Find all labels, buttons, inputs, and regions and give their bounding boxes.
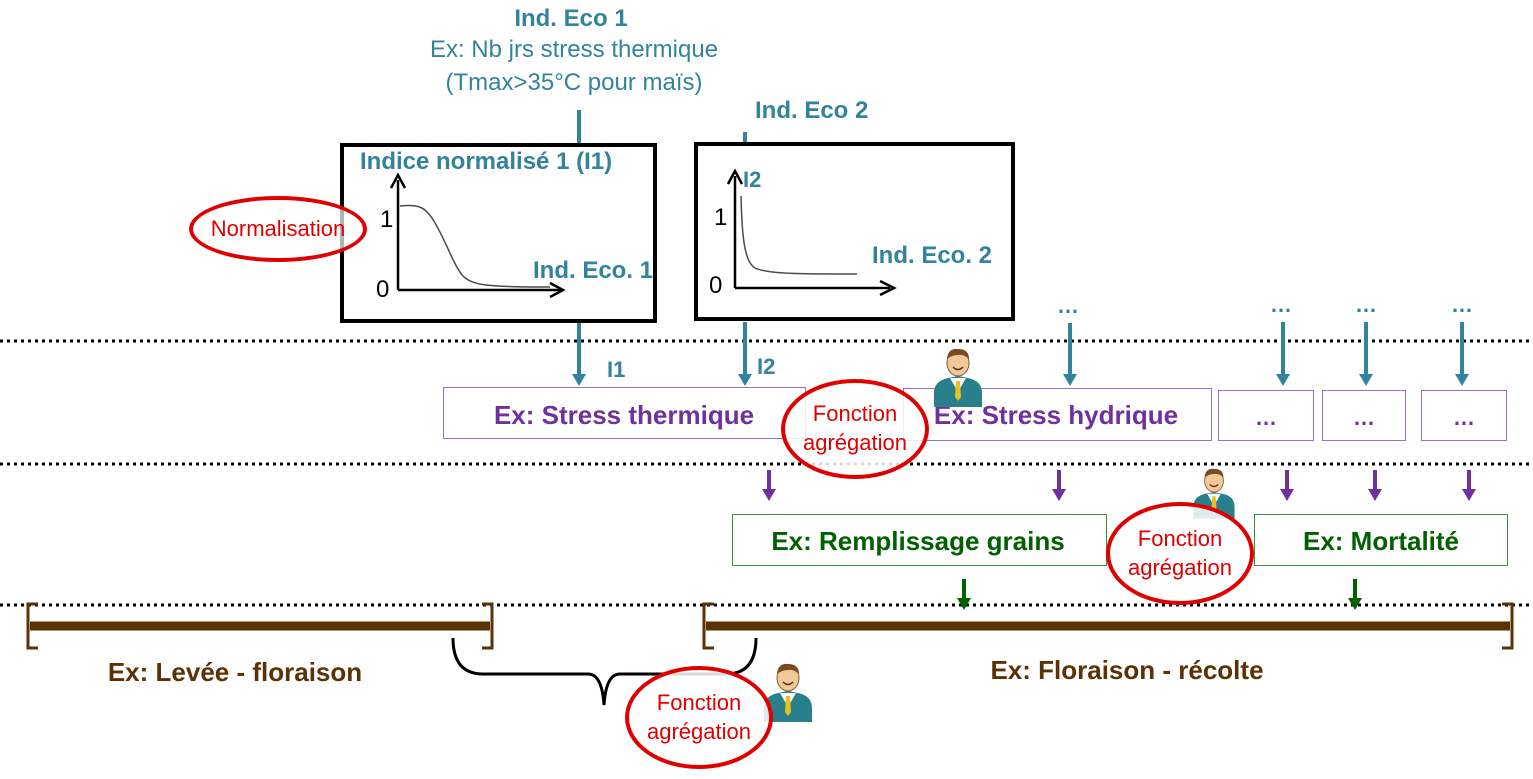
person-icon: [764, 663, 812, 722]
box-remplissage-grains: [732, 514, 1107, 566]
label-other-2: …: [1353, 405, 1375, 430]
graph1-curve: [399, 204, 551, 288]
aggregation-2-line2: agrégation: [1128, 554, 1232, 580]
eco1-title: Ind. Eco 1: [514, 5, 628, 32]
graph2-curve: [740, 195, 858, 275]
graph2-y-top: 1: [714, 204, 728, 231]
graph2-plot: [726, 168, 897, 297]
arrow-label-i2: I2: [757, 354, 776, 379]
aggregation-ellipse-2: Fonction agrégation: [1106, 502, 1254, 605]
graph2-y-bottom: 0: [709, 272, 723, 299]
green-arrow-1: [957, 579, 971, 610]
purple-arrow-1: [762, 470, 776, 501]
arrow-hydrique: [1063, 323, 1077, 386]
phase-label-floraison-recolte: Ex: Floraison - récolte: [990, 655, 1264, 685]
arrow-other-2: [1359, 322, 1373, 386]
graph2-y-label: I2: [743, 167, 762, 192]
box-other-3: [1421, 390, 1507, 441]
graph2-frame: [694, 142, 1015, 321]
phase-bar-levee-floraison: [26, 602, 494, 650]
label-other-1: …: [1255, 405, 1277, 430]
graph1-plot: [389, 172, 566, 299]
aggregation-3-line1: Fonction: [656, 689, 742, 715]
aggregation-2-line1: Fonction: [1137, 525, 1223, 551]
ellipsis-other-3: …: [1451, 292, 1473, 317]
aggregation-ellipse-3: Fonction agrégation: [625, 666, 773, 769]
eco2-title: Ind. Eco 2: [755, 97, 869, 124]
graph1-title: Indice normalisé 1 (I1): [360, 148, 613, 175]
eco1-example-line1: Ex: Nb jrs stress thermique: [429, 36, 719, 63]
green-arrow-2: [1348, 579, 1362, 610]
eco1-example-line2: (Tmax>35°C pour maïs): [445, 69, 703, 96]
box-stress-thermique: [443, 387, 806, 439]
phase-bar-floraison-recolte: [702, 602, 1514, 650]
graph1-x-label: Ind. Eco. 1: [533, 257, 654, 284]
normalisation-ellipse: Normalisation: [189, 196, 367, 262]
graph2-x-label: Ind. Eco. 2: [872, 242, 993, 269]
aggregation-ellipse-1: Fonction agrégation: [781, 379, 929, 479]
purple-arrow-3: [1280, 470, 1294, 501]
aggregation-1-line2: agrégation: [803, 430, 907, 455]
label-remplissage-grains: Ex: Remplissage grains: [771, 526, 1065, 556]
aggregation-3-line2: agrégation: [647, 718, 751, 744]
graph1-y-top: 1: [380, 206, 394, 233]
normalisation-label: Normalisation: [210, 215, 346, 241]
curly-brace: [451, 637, 758, 706]
arrow-other-1: [1276, 322, 1290, 386]
arrow-i2: [738, 322, 752, 386]
purple-arrow-2: [1052, 470, 1066, 501]
arrow-label-i1: I1: [607, 357, 626, 382]
ellipsis-other-2: …: [1355, 292, 1377, 317]
ellipsis-other-1: …: [1270, 292, 1292, 317]
label-stress-thermique: Ex: Stress thermique: [493, 400, 755, 430]
label-other-3: …: [1453, 405, 1475, 430]
arrow-other-3: [1455, 322, 1469, 386]
purple-arrow-4: [1368, 470, 1382, 501]
box-other-1: [1218, 390, 1314, 441]
graph1-y-bottom: 0: [376, 276, 390, 303]
aggregation-1-line1: Fonction: [812, 401, 898, 427]
phase-label-levee-floraison: Ex: Levée - floraison: [107, 657, 363, 687]
person-icon: [934, 348, 982, 407]
box-other-2: [1322, 390, 1406, 441]
arrow-i1: [572, 322, 586, 386]
ellipsis-hydrique: …: [1057, 293, 1079, 318]
box-mortalite: [1254, 514, 1508, 566]
label-mortalite: Ex: Mortalité: [1302, 526, 1460, 556]
purple-arrow-5: [1462, 470, 1476, 501]
